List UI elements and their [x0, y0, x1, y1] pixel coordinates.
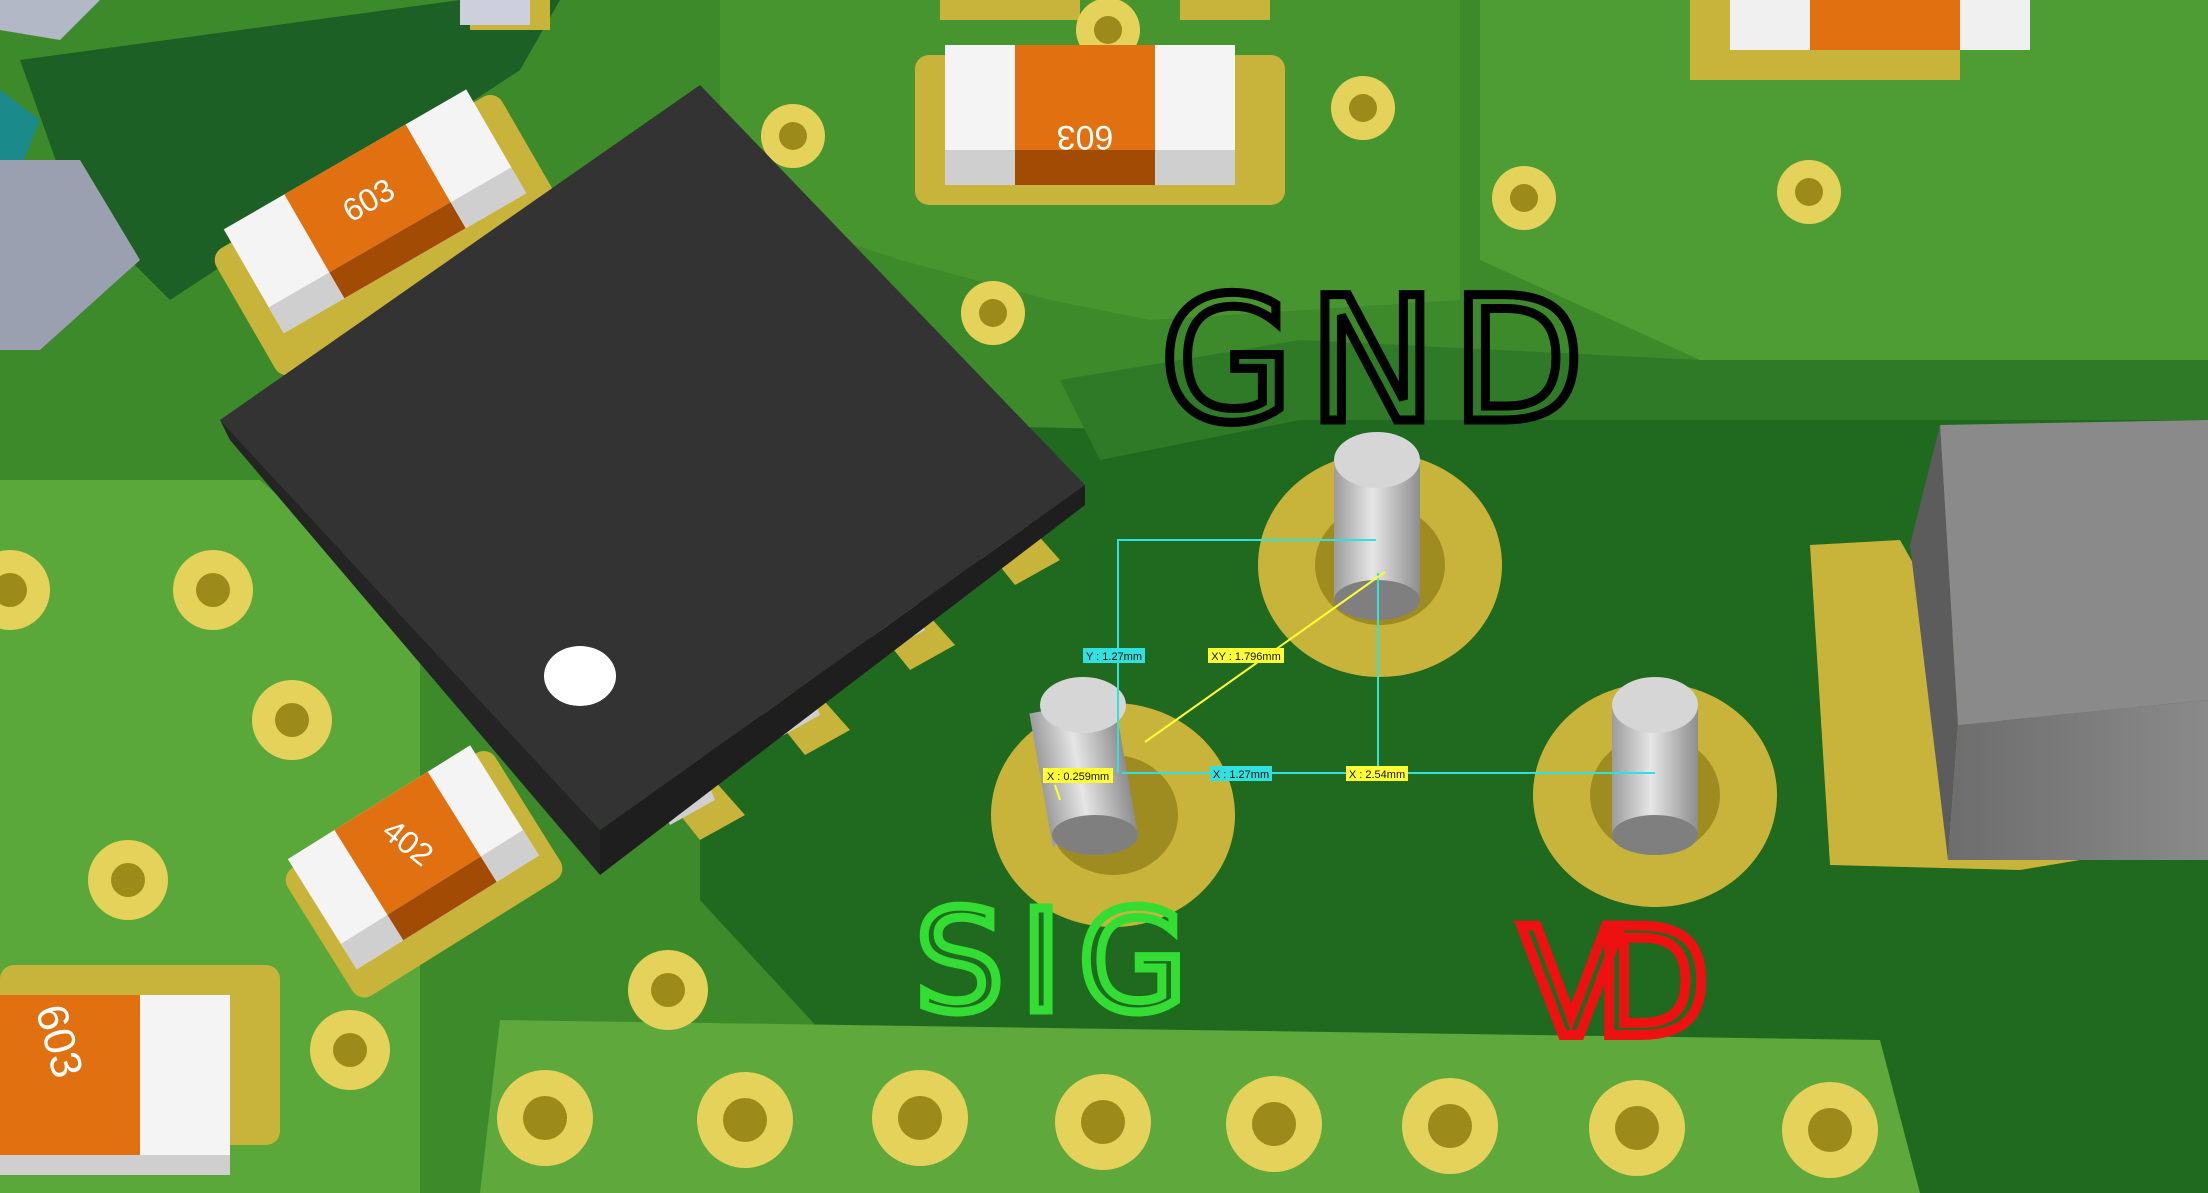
trace-bottom-strip	[480, 1020, 1920, 1193]
measure-text-xy: XY : 1.796mm	[1211, 651, 1281, 663]
measure-tag-x2: X : 1.27mm	[1210, 766, 1272, 781]
component-teal	[0, 90, 40, 170]
measure-line-x1	[1054, 784, 1061, 801]
measure-line-y	[1117, 539, 1376, 773]
component-grey-left	[0, 160, 140, 350]
component-grey-right	[1810, 420, 2208, 870]
trace-top-right	[1480, 0, 2208, 360]
ic-body-side	[600, 485, 1085, 875]
resistor-label-top-center: 603	[1057, 118, 1114, 156]
label-sig: SIG	[915, 881, 1195, 1044]
label-gnd: GND	[1160, 260, 1590, 461]
ic-body-top	[220, 85, 1085, 830]
ic-body-left-side	[220, 420, 600, 875]
component-top-small-2	[940, 0, 1270, 20]
th-pad-sig	[991, 677, 1235, 927]
via-row-bottom	[497, 1070, 1878, 1178]
label-vd: VD	[1520, 897, 1710, 1071]
measure-text-x3: X : 2.54mm	[1349, 769, 1405, 781]
measurement-overlay: Y : 1.27mm XY : 1.796mm X : 0.259mm X : …	[1043, 539, 1655, 801]
ic-pin1-dot	[544, 646, 616, 706]
resistor-bottom-left: 603	[0, 965, 280, 1175]
measure-text-x1: X : 0.259mm	[1047, 771, 1109, 783]
component-grey-left-top	[0, 0, 100, 40]
via-group-left	[0, 550, 708, 1090]
resistor-top-left: 603	[214, 89, 563, 376]
component-dark-green	[20, 0, 560, 300]
component-top-small-1	[460, 0, 550, 30]
measure-text-y: Y : 1.27mm	[1086, 651, 1142, 663]
resistor-top-center: 603	[915, 45, 1285, 205]
measure-tag-xy: XY : 1.796mm	[1208, 648, 1284, 663]
resistor-bottom-mid: 402	[285, 745, 563, 998]
measure-tag-x1: X : 0.259mm	[1043, 768, 1113, 783]
th-pad-vd	[1533, 677, 1777, 907]
measure-tag-x3: X : 2.54mm	[1346, 766, 1408, 781]
resistor-top-right	[1690, 0, 2030, 80]
measure-text-x2: X : 1.27mm	[1213, 769, 1269, 781]
via-group-top	[761, 0, 1841, 345]
ground-pour-mid	[1060, 340, 2208, 460]
ic-chip	[220, 85, 1085, 875]
measure-tag-y: Y : 1.27mm	[1083, 648, 1145, 663]
